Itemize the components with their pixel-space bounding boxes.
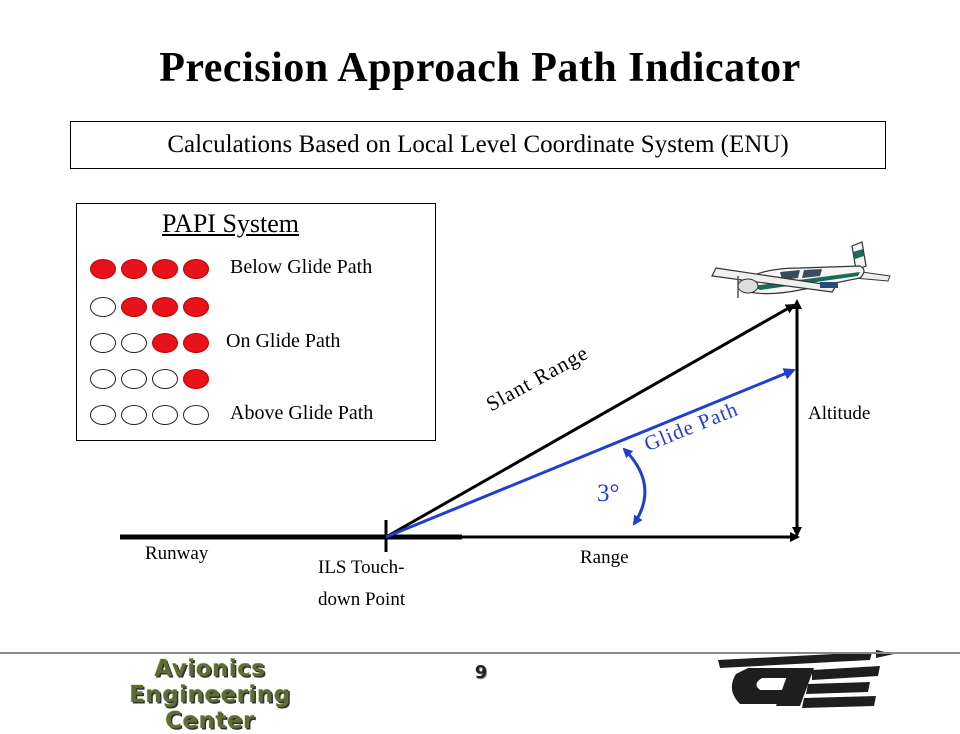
papi-light-white	[152, 405, 178, 425]
glide-path-line	[385, 368, 796, 539]
footer-divider	[0, 652, 960, 654]
runway-label: Runway	[145, 543, 209, 564]
papi-light-red	[152, 259, 178, 279]
altitude-label: Altitude	[808, 403, 871, 424]
papi-light-red	[152, 297, 178, 317]
papi-light-red	[152, 333, 178, 353]
papi-row-label: Below Glide Path	[230, 256, 373, 278]
papi-light-red	[121, 259, 147, 279]
papi-light-red	[121, 297, 147, 317]
papi-light-red	[183, 259, 209, 279]
papi-light-red	[90, 259, 116, 279]
papi-light-white	[152, 369, 178, 389]
footer-org-name: Avionics Engineering Center	[80, 656, 340, 734]
footer-org-line1: Avionics Engineering	[129, 656, 291, 708]
papi-light-red	[183, 369, 209, 389]
papi-row-label: Above Glide Path	[230, 402, 374, 424]
page-number: 9	[474, 662, 488, 683]
papi-light-white	[90, 297, 116, 317]
slant-range-line	[385, 303, 796, 539]
papi-row-label: On Glide Path	[226, 330, 341, 352]
angle-arc	[622, 447, 647, 526]
papi-light-white	[90, 369, 116, 389]
papi-light-white	[183, 405, 209, 425]
angle-label: 3°	[597, 480, 620, 507]
papi-title: PAPI System	[162, 209, 300, 238]
airplane-icon	[711, 241, 891, 298]
subtitle-box: Calculations Based on Local Level Coordi…	[70, 121, 886, 169]
papi-light-white	[121, 333, 147, 353]
papi-light-white	[121, 369, 147, 389]
papi-panel	[76, 203, 436, 441]
papi-light-white	[90, 333, 116, 353]
footer-org-line2: Center	[165, 708, 255, 734]
aec-logo-icon	[718, 650, 894, 708]
papi-light-red	[183, 297, 209, 317]
papi-light-white	[121, 405, 147, 425]
papi-light-red	[183, 333, 209, 353]
touchdown-label-line2: down Point	[318, 589, 406, 610]
page-title: Precision Approach Path Indicator	[159, 45, 801, 91]
touchdown-label-line1: ILS Touch-	[318, 557, 405, 578]
range-label: Range	[580, 547, 629, 568]
papi-light-white	[90, 405, 116, 425]
